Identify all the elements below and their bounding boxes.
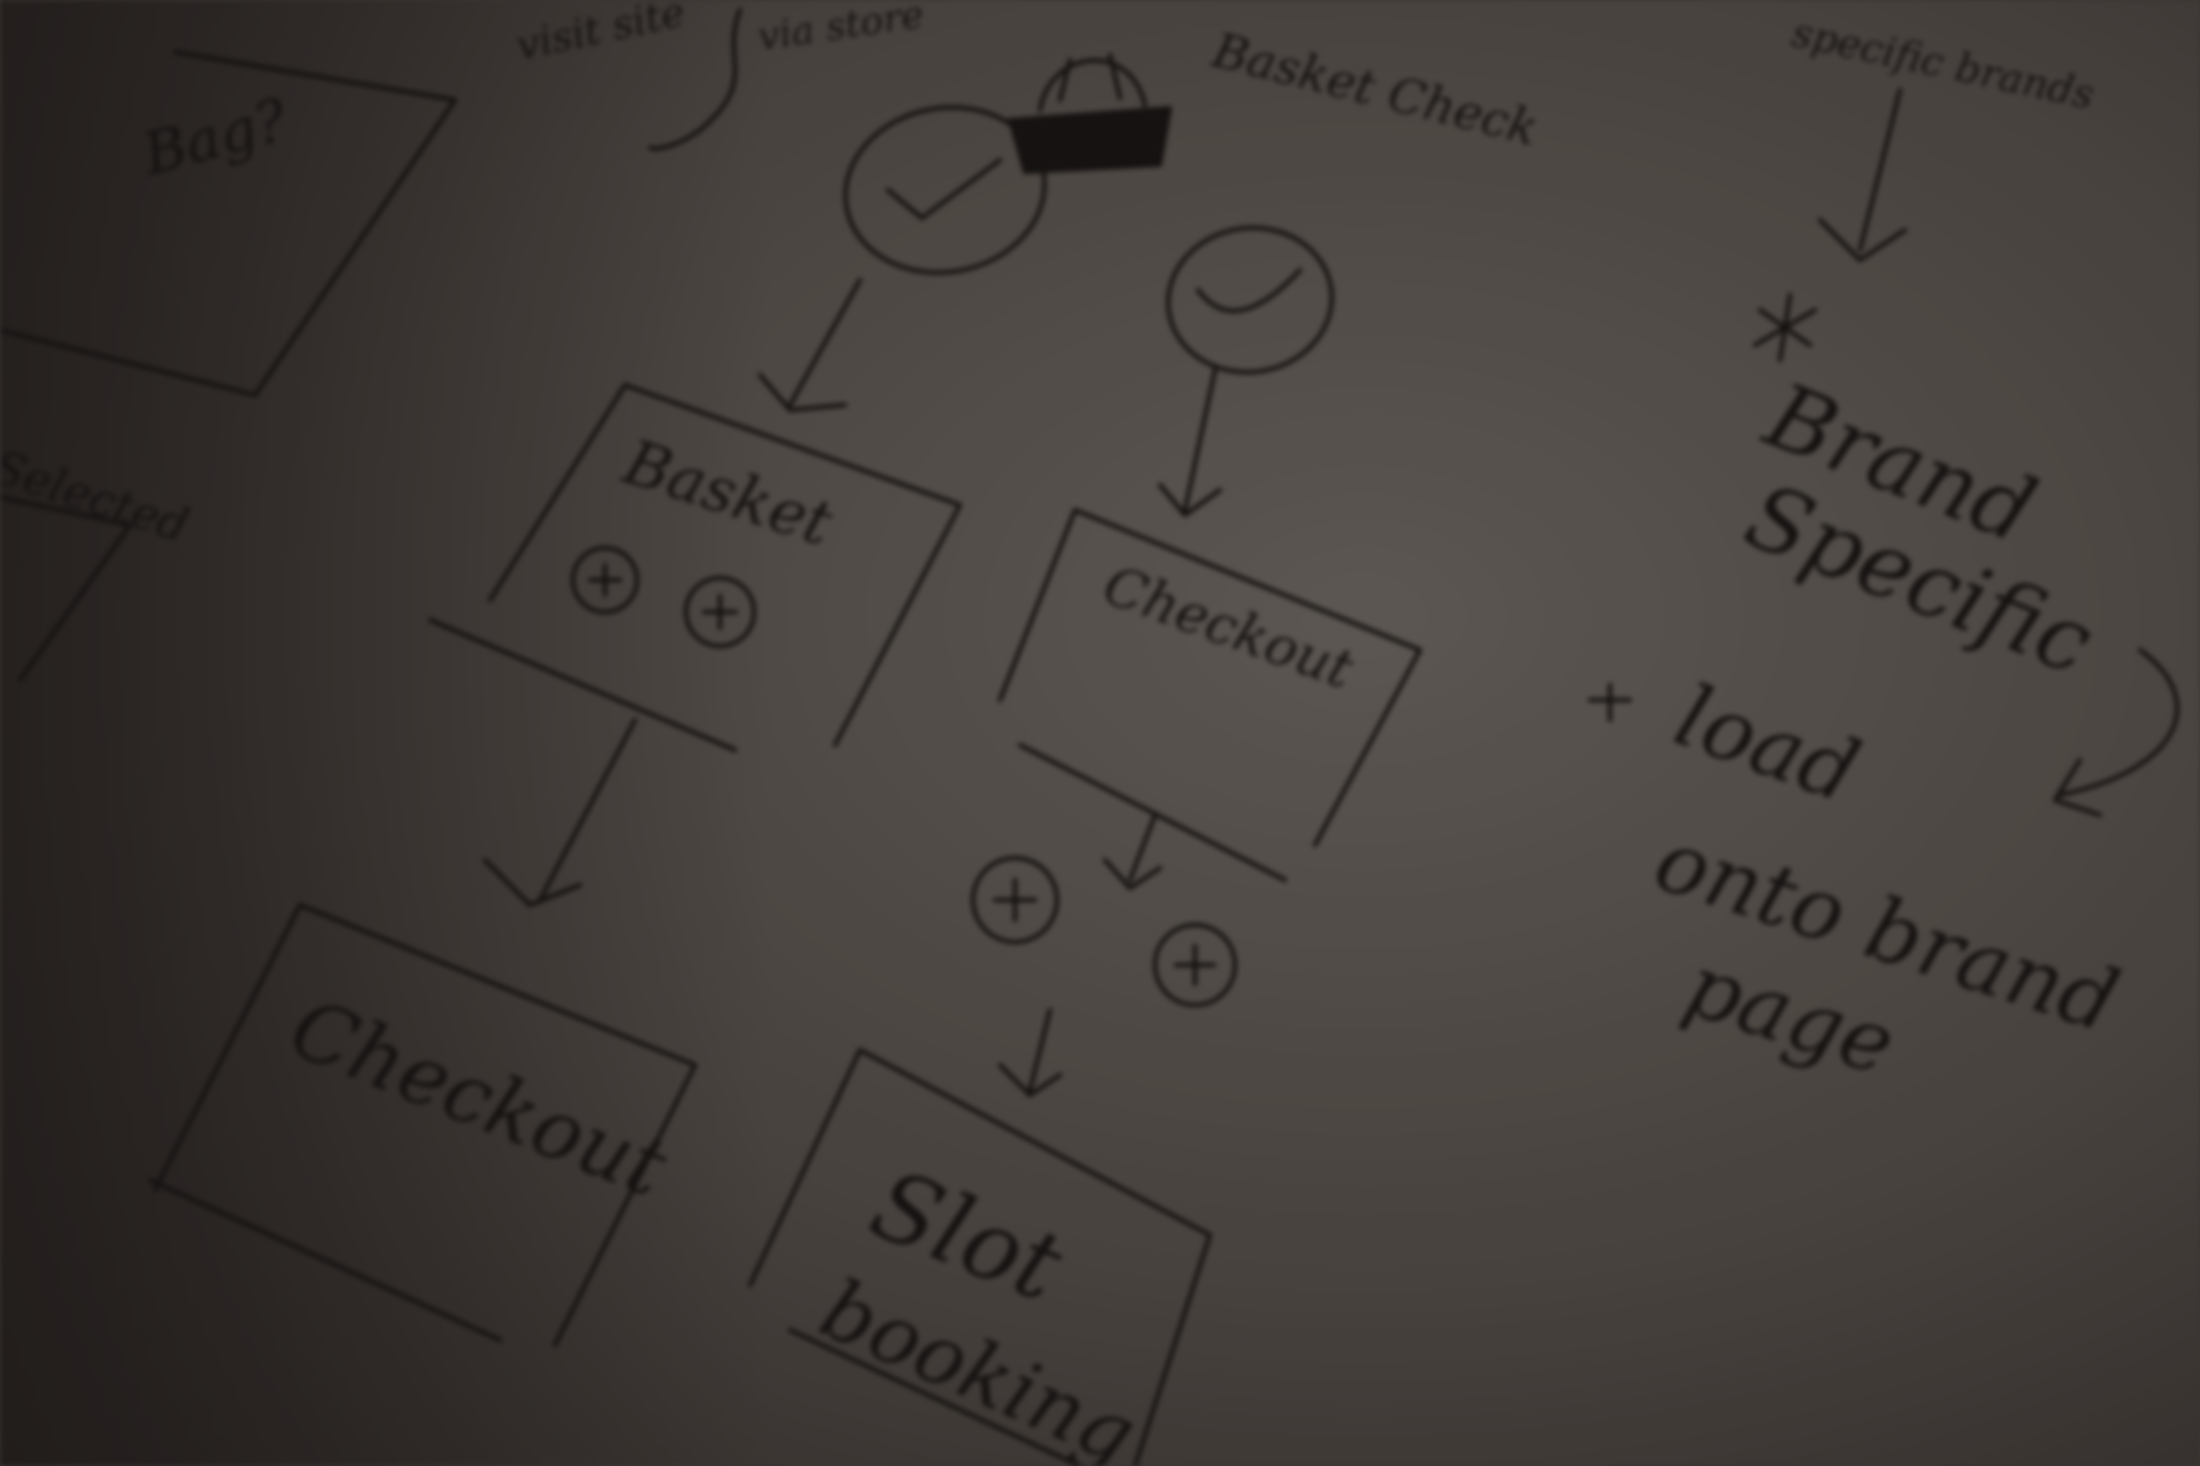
arrow-down-right	[1817, 87, 1908, 263]
check-circle-icon	[1165, 225, 1335, 375]
basket-box	[487, 382, 963, 748]
squiggle-divider	[647, 7, 743, 151]
plus-circle-icon	[1152, 922, 1238, 1008]
slot-booking-underline	[787, 1327, 1083, 1466]
arrow-to-basket	[757, 277, 863, 413]
plus-circle-icon	[970, 855, 1060, 945]
asterisk-mark-top	[1752, 292, 1818, 363]
arrow-down-short	[1102, 812, 1163, 891]
arrow-to-checkout-small	[1157, 367, 1223, 518]
plus-circle-icon	[683, 575, 757, 649]
slot-booking-box	[747, 1047, 1213, 1466]
basket-underline	[427, 617, 738, 753]
check-circle-icon	[843, 105, 1047, 275]
checkout-large-box	[147, 902, 698, 1348]
checkout-small-underline	[1017, 742, 1288, 883]
bag-box	[0, 49, 458, 398]
arrow-to-checkout-large	[482, 717, 638, 908]
shopping-basket-icon	[1007, 52, 1173, 175]
checkout-small-box	[997, 507, 1423, 848]
asterisk-mark-bottom	[1587, 682, 1633, 723]
arrow-to-slot	[997, 1007, 1063, 1098]
selected-box	[0, 494, 133, 683]
plus-circle-icon	[570, 545, 640, 615]
curved-arrow-right	[2052, 647, 2180, 818]
